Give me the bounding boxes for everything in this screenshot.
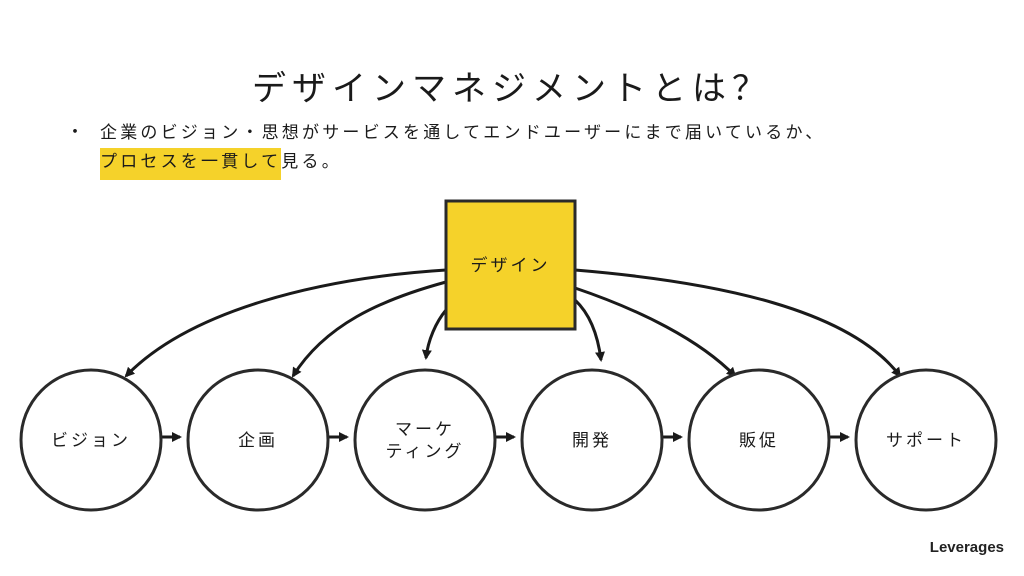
design-box: [444, 199, 577, 331]
process-node-2: [186, 368, 330, 512]
process-node-label: ティング: [386, 442, 465, 462]
highlighted-text: プロセスを一貫して: [100, 148, 282, 180]
description-line-2: プロセスを一貫して見る。: [100, 147, 342, 180]
process-node-6: [854, 368, 998, 512]
process-node-4: [520, 368, 664, 512]
process-node-label: サポート: [886, 431, 966, 451]
process-node-1: [19, 368, 163, 512]
arrow-to-vision: [124, 268, 447, 378]
description-line-1: 企業のビジョン・思想がサービスを通してエンドユーザーにまで届いているか、: [100, 123, 826, 143]
page-title: デザインマネジメントとは？: [252, 68, 772, 109]
arrow-to-development: [573, 298, 605, 362]
process-node-label: マーケ: [395, 420, 455, 440]
design-box-label: デザイン: [471, 255, 551, 276]
brand-logo: Leverages: [929, 539, 1004, 556]
process-node-3: [353, 368, 497, 512]
arrow-to-promotion: [574, 286, 737, 378]
description-line-2-rest: 見る。: [281, 152, 342, 172]
process-node-5: [687, 368, 831, 512]
process-node-label: 開発: [572, 431, 612, 451]
process-node-label: 企画: [238, 431, 278, 451]
design-arrows: [124, 268, 902, 378]
process-node-label: ビジョン: [51, 431, 131, 451]
arrow-to-marketing: [421, 309, 448, 360]
arrow-to-planning: [291, 280, 447, 378]
bullet-marker: ・: [66, 122, 84, 143]
process-node-label: 販促: [739, 431, 779, 451]
arrow-to-support: [574, 268, 902, 378]
